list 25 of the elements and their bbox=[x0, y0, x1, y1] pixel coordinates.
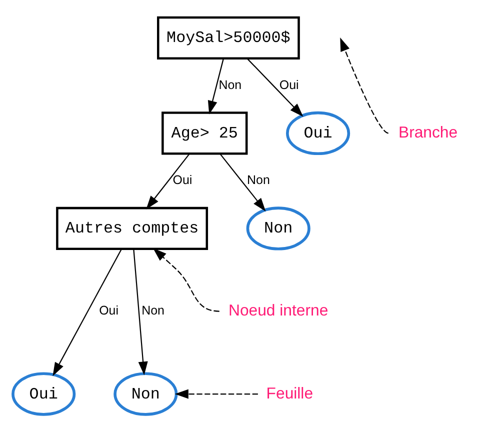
arrow bbox=[220, 154, 266, 212]
node-box: Age> 25 bbox=[162, 112, 248, 155]
arrow bbox=[146, 154, 190, 210]
node-box: Autres comptes bbox=[56, 206, 208, 250]
arrow bbox=[247, 58, 304, 117]
edge-label: Non bbox=[142, 303, 164, 318]
edge-label: Oui bbox=[99, 303, 118, 318]
node-ellipse: Non bbox=[114, 372, 178, 416]
arrow bbox=[174, 389, 258, 399]
edge-label: Oui bbox=[279, 78, 299, 92]
arrow bbox=[133, 248, 148, 376]
arrow bbox=[52, 248, 122, 376]
edge-label: Non bbox=[218, 78, 242, 92]
node-ellipse: Non bbox=[246, 206, 310, 250]
node-text: Noeud interne bbox=[228, 302, 328, 320]
node-ellipse: Oui bbox=[12, 372, 76, 416]
arrow bbox=[208, 58, 224, 114]
node-ellipse: Oui bbox=[286, 111, 350, 156]
arrow bbox=[152, 248, 220, 312]
edge-label: Oui bbox=[172, 173, 192, 188]
node-text: Branche bbox=[398, 124, 458, 142]
edge-label: Non bbox=[247, 173, 270, 188]
node-text: Feuille bbox=[266, 385, 314, 402]
node-box: MoySal>50000$ bbox=[157, 16, 300, 60]
arrow bbox=[340, 38, 389, 134]
